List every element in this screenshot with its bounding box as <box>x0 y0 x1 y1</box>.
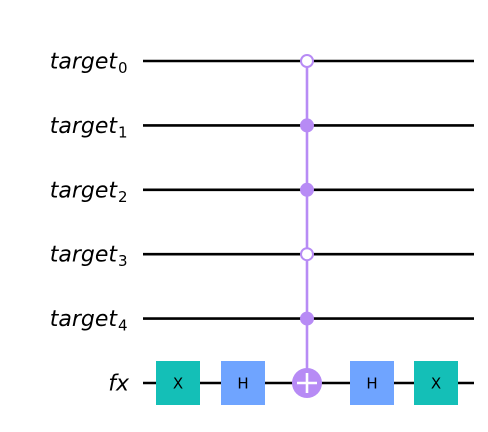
h-gate-label-2: H <box>366 375 377 393</box>
qubit-name-5: fx <box>108 372 130 397</box>
qubit-label-5: fx <box>108 372 130 397</box>
filled-control-dot-2 <box>300 182 314 197</box>
h-gate-box-2 <box>350 361 394 405</box>
qubit-label-1: target <box>50 114 119 139</box>
filled-control-dot-4 <box>300 311 314 326</box>
qubit-name-0: target <box>50 50 119 75</box>
h-gate-label-1: H <box>237 375 248 393</box>
open-control-dot-0 <box>300 54 314 68</box>
qubit-label-4: target <box>50 307 119 332</box>
qubit-name-3: target <box>50 243 119 268</box>
x-gate-box-3 <box>414 361 458 405</box>
qubit-label-3: target <box>50 243 119 268</box>
qubit-name-2: target <box>50 178 119 203</box>
qubit-index-4: 4 <box>118 317 128 335</box>
x-gate-box-0 <box>156 361 200 405</box>
x-gate-label-3: X <box>431 375 441 393</box>
qubit-name-1: target <box>50 114 119 139</box>
h-gate-box-1 <box>221 361 265 405</box>
qubit-label-2: target <box>50 178 119 203</box>
qubit-index-2: 2 <box>118 188 128 206</box>
x-gate-label-0: X <box>173 375 183 393</box>
filled-control-dot-1 <box>300 118 314 133</box>
qubit-index-1: 1 <box>118 123 128 141</box>
qubit-label-0: target <box>50 50 119 75</box>
qubit-index-0: 0 <box>118 59 128 77</box>
qubit-name-4: target <box>50 307 119 332</box>
open-control-dot-3 <box>300 247 314 262</box>
qubit-wires <box>143 59 474 385</box>
qubit-index-3: 3 <box>118 252 128 270</box>
